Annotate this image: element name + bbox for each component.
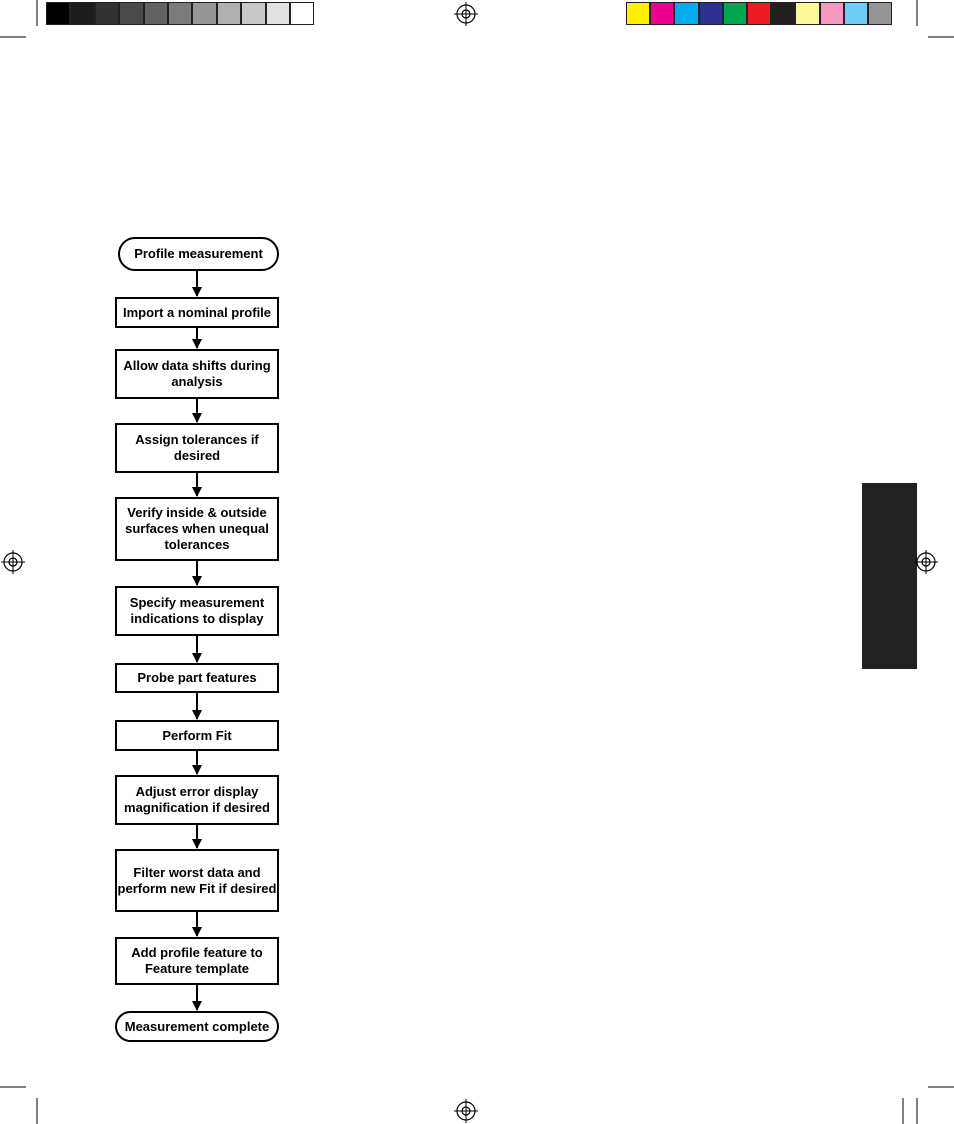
color-swatch	[94, 2, 120, 25]
flow-step-specify-indications: Specify measurement indications to displ…	[115, 586, 279, 636]
flow-step-add-to-template: Add profile feature to Feature template	[115, 937, 279, 985]
color-swatch	[216, 2, 242, 25]
color-swatch	[290, 2, 315, 25]
color-swatch	[795, 2, 820, 25]
registration-target-icon	[454, 2, 478, 26]
color-swatch	[626, 2, 651, 25]
flow-step-adjust-magnification: Adjust error display magnification if de…	[115, 775, 279, 825]
flow-step-start: Profile measurement	[118, 237, 279, 271]
color-swatch	[674, 2, 699, 25]
color-swatch	[168, 2, 193, 25]
color-swatch	[46, 2, 71, 25]
color-swatch	[698, 2, 723, 25]
color-swatch	[241, 2, 266, 25]
registration-target-icon	[1, 550, 25, 574]
flow-step-verify-surfaces: Verify inside & outside surfaces when un…	[115, 497, 279, 561]
section-side-tab	[862, 483, 917, 669]
color-swatch	[843, 2, 868, 25]
registration-target-icon	[914, 550, 938, 574]
color-swatch	[819, 2, 844, 25]
color-swatch	[119, 2, 144, 25]
flow-step-import-profile: Import a nominal profile	[115, 297, 279, 328]
flow-step-perform-fit: Perform Fit	[115, 720, 279, 751]
flow-step-assign-tolerances: Assign tolerances if desired	[115, 423, 279, 473]
color-swatch	[143, 2, 168, 25]
color-swatch	[771, 2, 796, 25]
flow-step-allow-shifts: Allow data shifts during analysis	[115, 349, 279, 399]
color-swatch	[722, 2, 747, 25]
flow-step-end: Measurement complete	[115, 1011, 279, 1042]
color-swatch	[192, 2, 217, 25]
flow-step-filter-worst: Filter worst data and perform new Fit if…	[115, 849, 279, 912]
color-swatch	[868, 2, 893, 25]
color-swatch	[265, 2, 290, 25]
registration-target-icon	[454, 1099, 478, 1123]
color-swatch	[650, 2, 675, 25]
color-swatch	[747, 2, 772, 25]
color-swatch	[70, 2, 95, 25]
flow-step-probe-features: Probe part features	[115, 663, 279, 693]
